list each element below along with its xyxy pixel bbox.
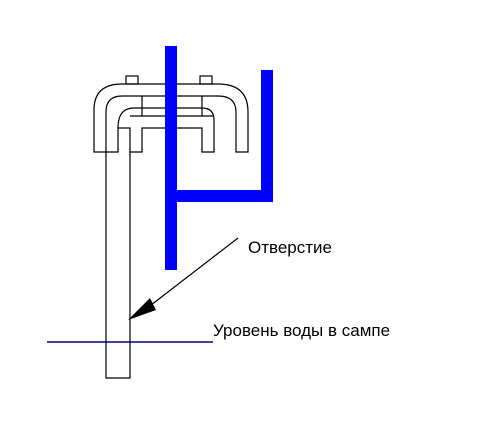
tube-cap-right bbox=[199, 75, 213, 85]
blue-pipe-riser bbox=[261, 70, 273, 202]
tube-outer-bend bbox=[93, 83, 249, 379]
hole-label: Отверстие bbox=[248, 238, 332, 257]
tube-inner-bend bbox=[117, 107, 215, 153]
water-level-label: Уровень воды в сампе bbox=[213, 321, 391, 340]
blue-pipe-horizontal bbox=[165, 190, 273, 202]
blue-pipe bbox=[165, 46, 273, 270]
hole-pointer-arrow bbox=[128, 237, 239, 320]
blue-pipe-main bbox=[165, 46, 177, 270]
arrow-head bbox=[128, 298, 156, 320]
tube-cap-left bbox=[125, 75, 139, 85]
